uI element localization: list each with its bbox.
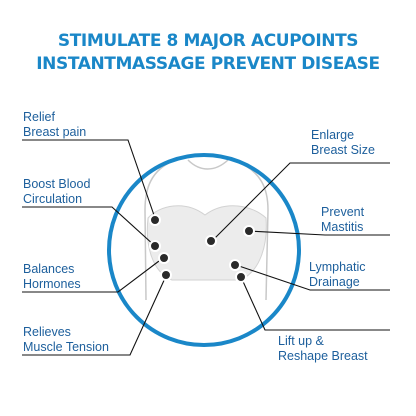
label-lift-up-reshape-breast: Lift up &Reshape Breast <box>278 334 368 363</box>
leader-liftup <box>240 276 390 331</box>
acupoint-8 <box>235 271 247 283</box>
leader-lines <box>22 139 390 356</box>
leader-balances <box>22 257 164 293</box>
acupoint-3 <box>158 252 170 264</box>
acupoint-4 <box>160 269 172 281</box>
acupoint-2 <box>149 240 161 252</box>
title-line-2: INSTANTMASSAGE PREVENT DISEASE <box>36 54 380 74</box>
focus-ring <box>107 153 301 347</box>
acupoint-6 <box>243 225 255 237</box>
acupoint-7 <box>229 259 241 271</box>
leader-prevent <box>248 230 390 236</box>
leader-lymphatic <box>235 264 390 291</box>
acupoint-1 <box>149 214 161 226</box>
leader-relief <box>22 139 156 219</box>
leader-boost <box>22 206 156 247</box>
leader-relieves <box>22 275 167 356</box>
acupoint-5 <box>205 235 217 247</box>
acupoints <box>149 214 255 283</box>
title-line-1: STIMULATE 8 MAJOR ACUPOINTS <box>57 31 359 51</box>
leader-enlarge <box>211 162 390 242</box>
